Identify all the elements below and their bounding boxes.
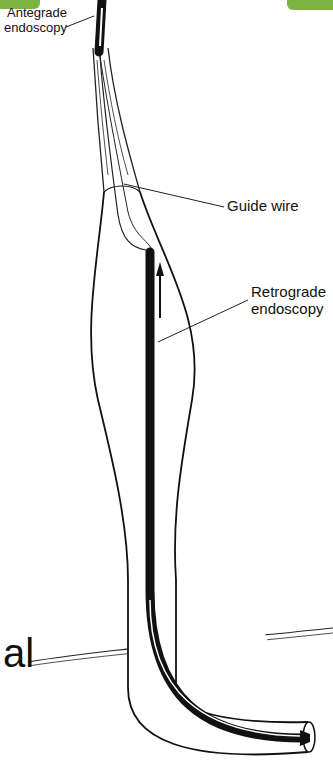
antegrade-scope [99,0,102,52]
scope-highlight [150,600,300,736]
direction-arrow [156,262,164,276]
overtube [104,60,128,175]
bowel-wall [140,192,308,722]
scope-highlight [100,8,102,46]
scope-handle [300,730,310,746]
scope-label: Antegrade endoscopy [3,6,67,36]
retrograde-scope [150,252,302,738]
leader-line [124,184,224,207]
bowel-wall [91,192,308,754]
leader-line [66,16,94,27]
guide-wire [100,56,152,250]
direction-arrow [159,272,161,318]
slide-text: al [3,630,63,676]
guide-wire [100,56,146,250]
wire-label: Guide wire [227,197,331,214]
scope-label: Retrograde endoscopy [251,283,331,318]
slide-bar [287,0,333,10]
leader-line [158,300,248,342]
